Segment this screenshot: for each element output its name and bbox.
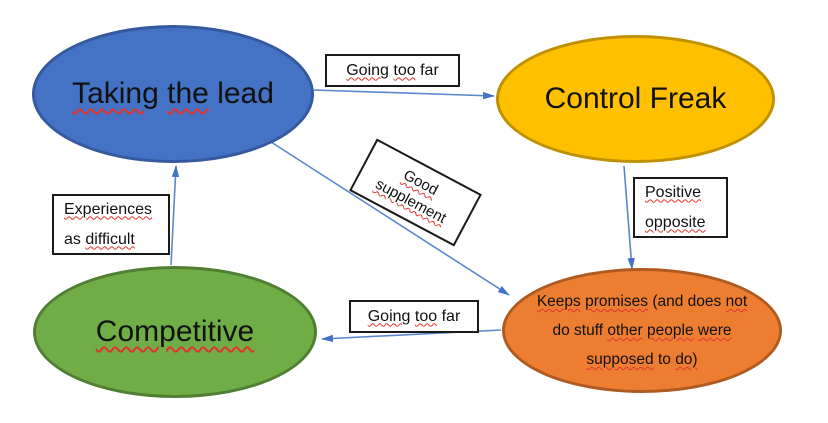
- connector-control-to-keeps: [623, 165, 635, 270]
- node-keeps-promises[interactable]: Keeps promises (and does not do stuff ot…: [502, 268, 782, 393]
- label-going-too-far-top[interactable]: Going too far: [325, 54, 460, 87]
- label-experiences-line-2: as difficult: [64, 230, 135, 248]
- node-control-freak[interactable]: Control Freak: [496, 35, 775, 163]
- node-competitive-label: Competitive: [95, 314, 255, 348]
- label-going-too-far-top-text: Going too far: [346, 61, 439, 79]
- label-good-supplement[interactable]: Good supplement: [349, 138, 482, 247]
- node-control-freak-label: Control Freak: [544, 81, 727, 115]
- label-experiences-as-difficult[interactable]: Experiences as difficult: [52, 194, 170, 255]
- node-competitive[interactable]: Competitive: [33, 266, 317, 398]
- keeps-promises-line-1: Keeps promises (and does not: [536, 293, 748, 310]
- label-positive-line-1: Positive: [645, 183, 702, 201]
- node-keeps-promises-label: Keeps promises (and does not do stuff ot…: [511, 287, 773, 374]
- node-taking-the-lead[interactable]: Taking the lead: [32, 25, 314, 163]
- connector-taking-to-control: [313, 89, 495, 100]
- label-going-too-far-bottom-text: Going too far: [367, 307, 461, 325]
- node-taking-the-lead-label: Taking the lead: [72, 76, 274, 110]
- label-positive-line-2: opposite: [645, 213, 706, 231]
- label-going-too-far-bottom[interactable]: Going too far: [349, 300, 479, 333]
- label-positive-opposite[interactable]: Positive opposite: [633, 177, 728, 238]
- keeps-promises-line-3: supposed to do): [586, 351, 698, 368]
- keeps-promises-line-2: do stuff other people were: [552, 322, 732, 339]
- label-experiences-line-1: Experiences: [64, 200, 153, 218]
- connector-competitive-to-taking: [170, 165, 180, 266]
